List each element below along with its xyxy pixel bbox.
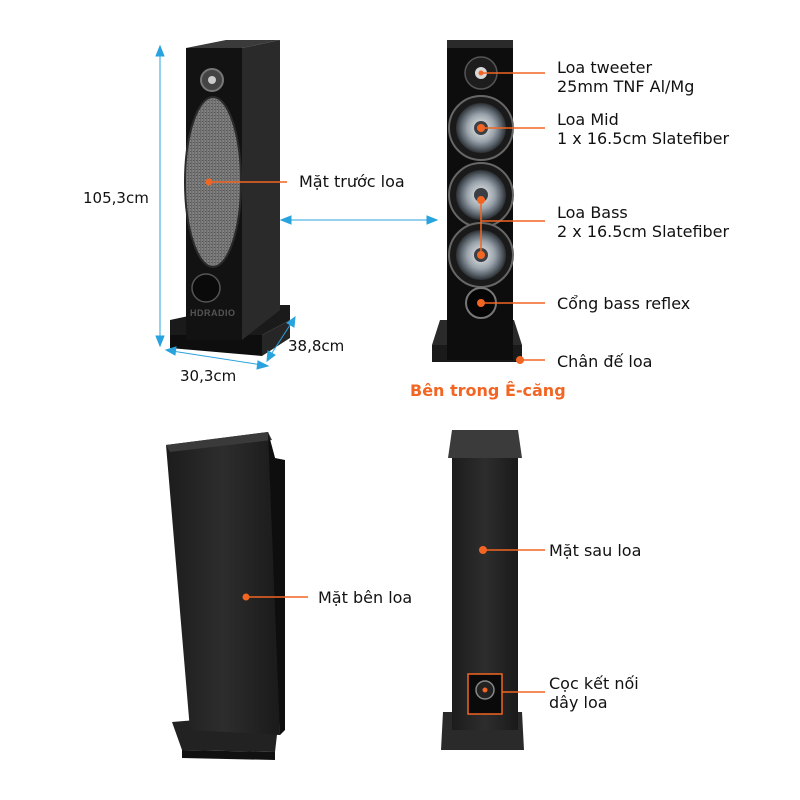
back-speaker: [441, 430, 524, 750]
back-callouts: [479, 546, 545, 693]
section-title: Bên trong Ê-căng: [410, 381, 566, 400]
bass-label-line2: 2 x 16.5cm Slatefiber: [557, 222, 730, 241]
tweeter-label-line1: Loa tweeter: [557, 58, 653, 77]
internal-speaker: [432, 40, 522, 362]
port-label: Cổng bass reflex: [557, 294, 691, 313]
base-label: Chân đế loa: [557, 352, 653, 371]
terminal-label-line1: Cọc kết nối: [549, 674, 639, 693]
watermark: HDRADIO: [190, 308, 236, 318]
side-label: Mặt bên loa: [318, 588, 413, 607]
front-callout: [205, 178, 287, 186]
height-dimension: 105,3cm: [83, 189, 149, 207]
internal-callouts: [477, 72, 545, 364]
depth-dimension: 38,8cm: [288, 337, 345, 355]
tweeter-label-line2: 25mm TNF Al/Mg: [557, 77, 695, 96]
back-label: Mặt sau loa: [549, 541, 642, 560]
front-label: Mặt trước loa: [299, 172, 405, 191]
dimension-lines: [155, 44, 439, 370]
width-dimension: 30,3cm: [180, 367, 237, 385]
terminal-label-line2: dây loa: [549, 693, 608, 712]
bass-label-line1: Loa Bass: [557, 203, 628, 222]
side-speaker: [166, 432, 285, 760]
mid-label-line1: Loa Mid: [557, 110, 619, 129]
mid-label-line2: 1 x 16.5cm Slatefiber: [557, 129, 730, 148]
side-callout: [242, 593, 308, 601]
